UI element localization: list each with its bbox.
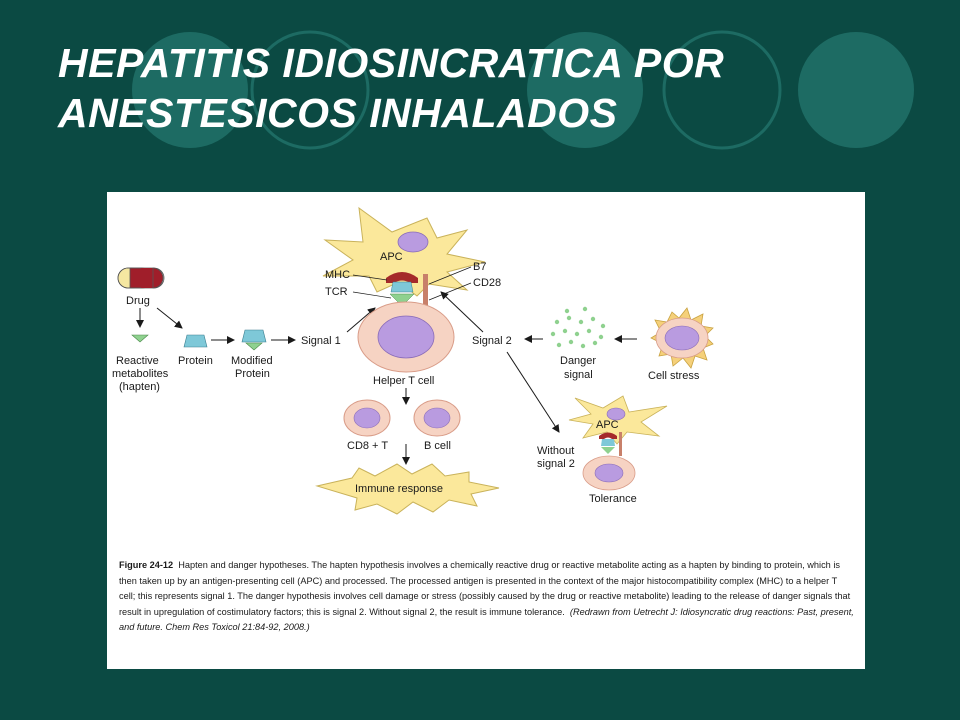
- b-cell-nucleus: [423, 407, 451, 429]
- cd8-nucleus: [353, 407, 381, 429]
- mhc-receptor-icon: [386, 272, 418, 283]
- cell-stress-label: Cell stress: [648, 370, 700, 382]
- deco-circle-5: [798, 32, 914, 148]
- danger-signal-dots-icon: [550, 306, 606, 349]
- figure-number: Figure 24-12: [119, 560, 174, 570]
- reactive-label-2: metabolites: [112, 368, 169, 380]
- b7-label: B7: [473, 261, 486, 273]
- title-line-2: ANESTESICOS INHALADOS: [58, 90, 618, 136]
- bcell-label: B cell: [424, 440, 451, 452]
- small-apc-nucleus: [606, 407, 626, 421]
- small-stalk: [619, 432, 622, 456]
- signal1-label: Signal 1: [301, 335, 341, 347]
- modified-label-2: Protein: [235, 368, 270, 380]
- immune-response-burst-icon: [315, 463, 500, 515]
- reactive-label-3: (hapten): [119, 381, 160, 393]
- small-antigen-icon: [601, 439, 615, 446]
- drug-capsule-icon: [117, 267, 165, 289]
- hapten-triangle-icon: [131, 334, 149, 343]
- b7-pointer: [428, 266, 472, 285]
- arrow-drug-to-protein: [156, 307, 183, 329]
- tcr-receptor-icon: [389, 293, 415, 307]
- mhc-label: MHC: [325, 269, 350, 281]
- mhc-pointer: [352, 274, 388, 281]
- cd28-label: CD28: [473, 277, 501, 289]
- stressed-cell-icon: [650, 307, 714, 369]
- modified-label-1: Modified: [231, 355, 273, 367]
- protein-label: Protein: [178, 355, 213, 367]
- slide-title: HEPATITIS IDIOSINCRATICA POR ANESTESICOS…: [58, 38, 938, 138]
- danger-label-1: Danger: [560, 355, 596, 367]
- signal2-label: Signal 2: [472, 335, 512, 347]
- helper-t-nucleus: [377, 315, 435, 359]
- modified-protein-icon: [241, 329, 267, 351]
- decorative-circles: [132, 30, 914, 150]
- deco-circle-4: [662, 30, 782, 150]
- deco-circle-2: [250, 30, 370, 150]
- protein-trapezoid-icon: [183, 334, 208, 348]
- presented-antigen-icon: [390, 281, 414, 293]
- tcr-label: TCR: [325, 286, 348, 298]
- without-label-2: signal 2: [537, 458, 575, 470]
- arrow-signal2-to-cd28: [440, 291, 484, 333]
- title-line-1: HEPATITIS IDIOSINCRATICA POR: [58, 40, 725, 86]
- apc-nucleus: [397, 231, 429, 253]
- immune-response-label: Immune response: [355, 483, 443, 495]
- caption-text: Hapten and danger hypotheses. The hapten…: [119, 560, 851, 617]
- without-label-1: Without: [537, 445, 574, 457]
- figure-caption: Figure 24-12 Hapten and danger hypothese…: [119, 558, 854, 636]
- caption-citation: (Redrawn from Uetrecht J: Idiosyncratic …: [119, 606, 854, 633]
- small-apc-label: APC: [596, 419, 619, 431]
- reactive-label-1: Reactive: [116, 355, 159, 367]
- cd28-pointer: [428, 282, 472, 301]
- helper-t-label: Helper T cell: [373, 375, 434, 387]
- b7-cd28-stalk: [423, 274, 428, 314]
- figure-panel: Drug Reactive metabolites (hapten) Prote…: [107, 192, 865, 669]
- deco-circle-1: [132, 32, 248, 148]
- tolerance-label: Tolerance: [589, 493, 637, 505]
- deco-circle-3: [527, 32, 643, 148]
- arrow-signal1-to-tcell: [346, 307, 376, 333]
- hapten-danger-diagram: Drug Reactive metabolites (hapten) Prote…: [112, 206, 714, 515]
- apc-label: APC: [380, 251, 403, 263]
- small-mhc-icon: [599, 432, 617, 439]
- drug-label: Drug: [126, 295, 150, 307]
- tcr-pointer: [352, 291, 392, 299]
- danger-label-2: signal: [564, 369, 593, 381]
- tolerant-t-nucleus: [594, 463, 624, 483]
- small-tcr-icon: [601, 447, 615, 454]
- arrow-signal2-to-tolerance: [506, 351, 560, 433]
- cd8-label: CD8 + T: [347, 440, 388, 452]
